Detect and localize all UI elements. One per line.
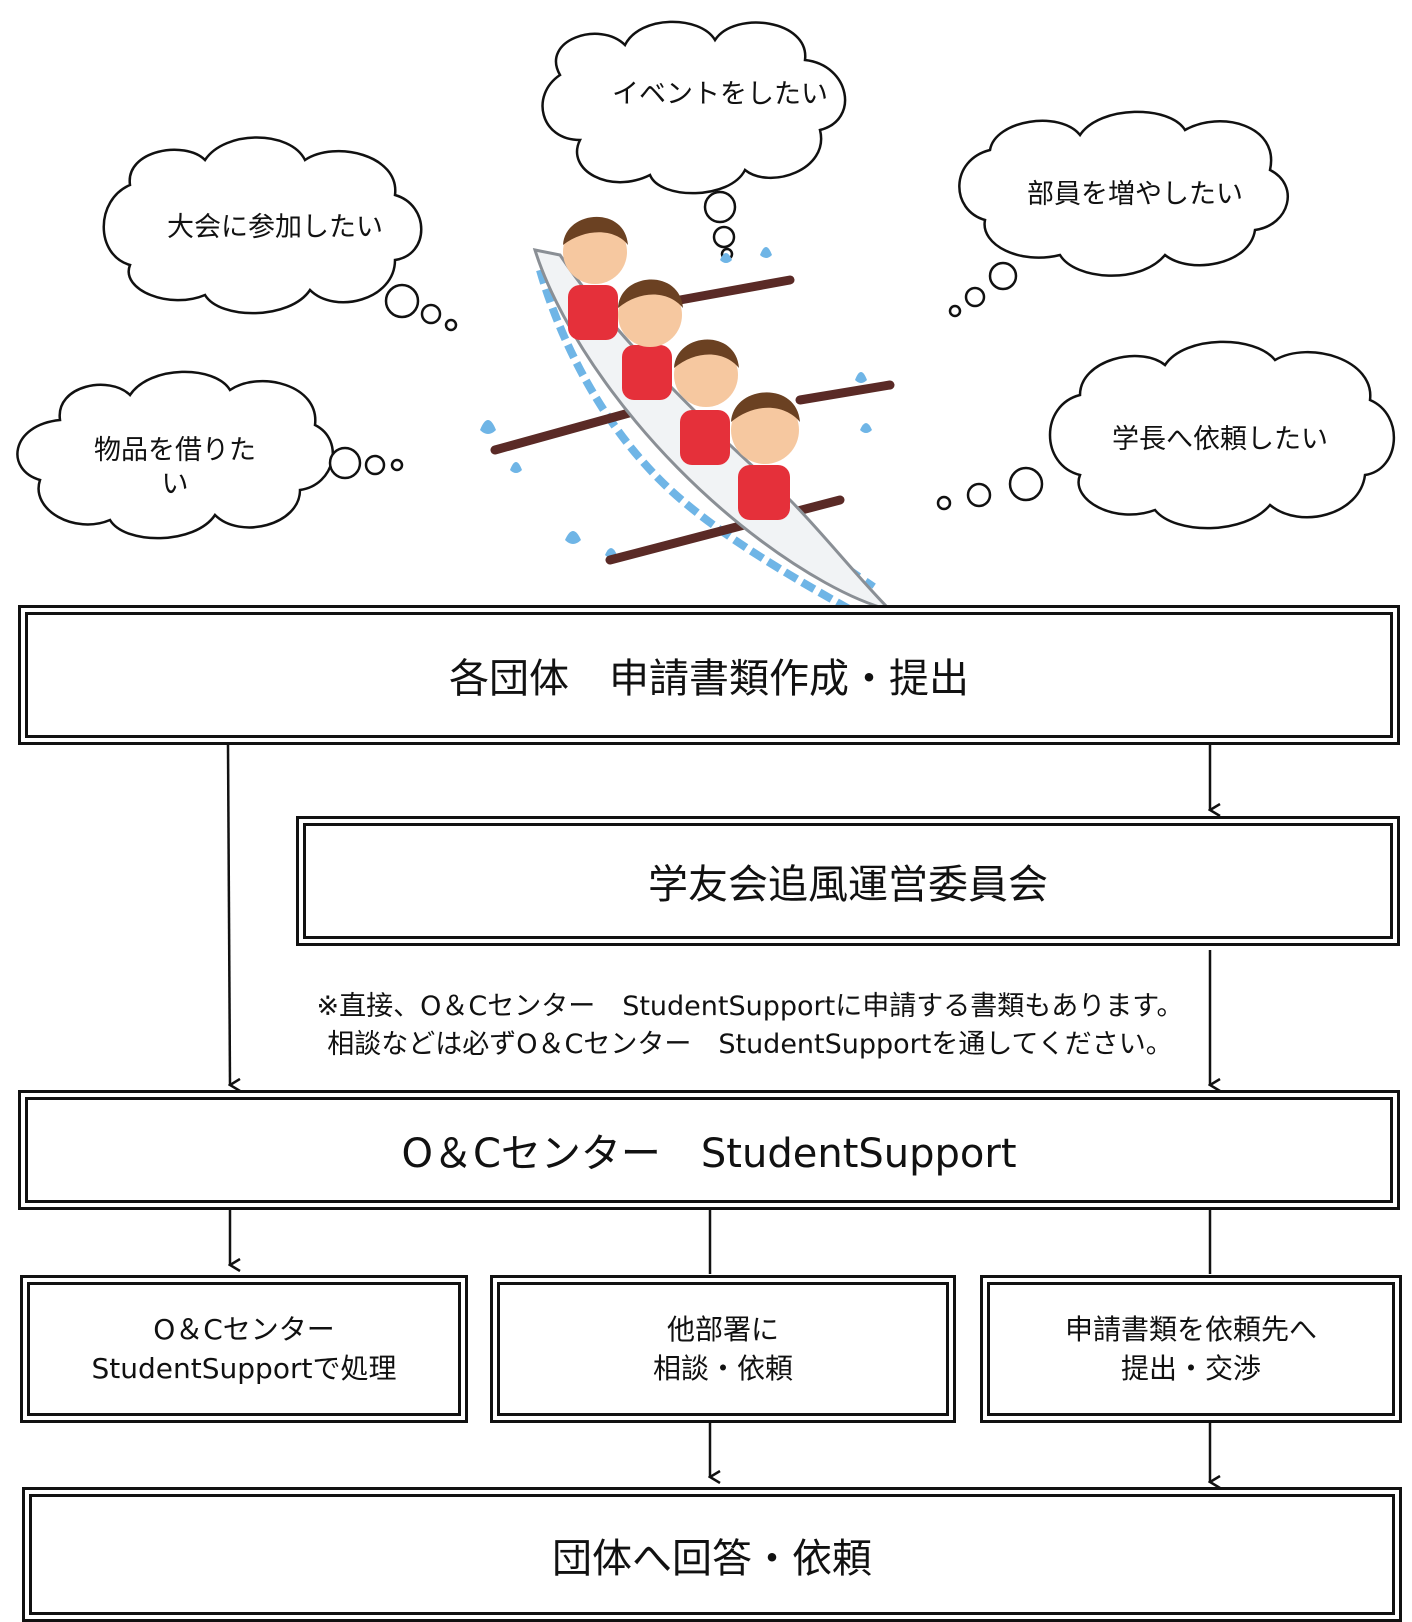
reply-box-label: 団体へ回答・依頼 [552,1535,872,1582]
process-box-line-2: StudentSupportで処理 [91,1352,397,1385]
cloud-tournament-text: 大会に参加したい [167,212,383,244]
note-line-2: 相談などは必ずO＆Cセンター StudentSupportを通してください。 [327,1029,1173,1060]
cloud-members [948,110,1289,318]
submit-box: 各団体 申請書類作成・提出 [18,605,1400,745]
cloud-goods [16,370,404,540]
committee-box-label: 学友会追風運営委員会 [648,862,1048,908]
process-box: O＆Cセンター StudentSupportで処理 [20,1275,468,1423]
cloud-tournament [102,136,458,332]
consult-box-line-2: 相談・依頼 [652,1352,793,1385]
consult-box-line-1: 他部署に [666,1312,779,1346]
rowing-team-illustration [480,216,895,619]
forward-box-line-2: 提出・交渉 [1120,1352,1261,1385]
cloud-president-text: 学長へ依頼したい [1112,424,1328,456]
process-box-line-1: O＆Cセンター [153,1312,335,1346]
center-box: O＆Cセンター StudentSupport [18,1090,1400,1210]
cloud-event-text: イベントをしたい [612,79,828,111]
connector-arrows [226,742,1210,1482]
committee-box: 学友会追風運営委員会 [296,816,1400,946]
cloud-event [541,20,847,261]
forward-box: 申請書類を依頼先へ 提出・交渉 [980,1275,1402,1423]
forward-box-line-1: 申請書類を依頼先へ [1064,1312,1317,1346]
consult-box: 他部署に 相談・依頼 [490,1275,956,1423]
cloud-goods-text: 物品を借りた い [94,435,256,500]
cloud-members-text: 部員を増やしたい [1027,179,1243,211]
center-box-label: O＆Cセンター StudentSupport [401,1131,1017,1177]
note-line-1: ※直接、O＆Cセンター StudentSupportに申請する書類もあります。 [316,991,1184,1022]
reply-box: 団体へ回答・依頼 [22,1487,1402,1622]
submit-box-label: 各団体 申請書類作成・提出 [449,656,969,702]
note-text: ※直接、O＆Cセンター StudentSupportに申請する書類もあります。 … [300,988,1200,1064]
cloud-president [936,340,1395,530]
